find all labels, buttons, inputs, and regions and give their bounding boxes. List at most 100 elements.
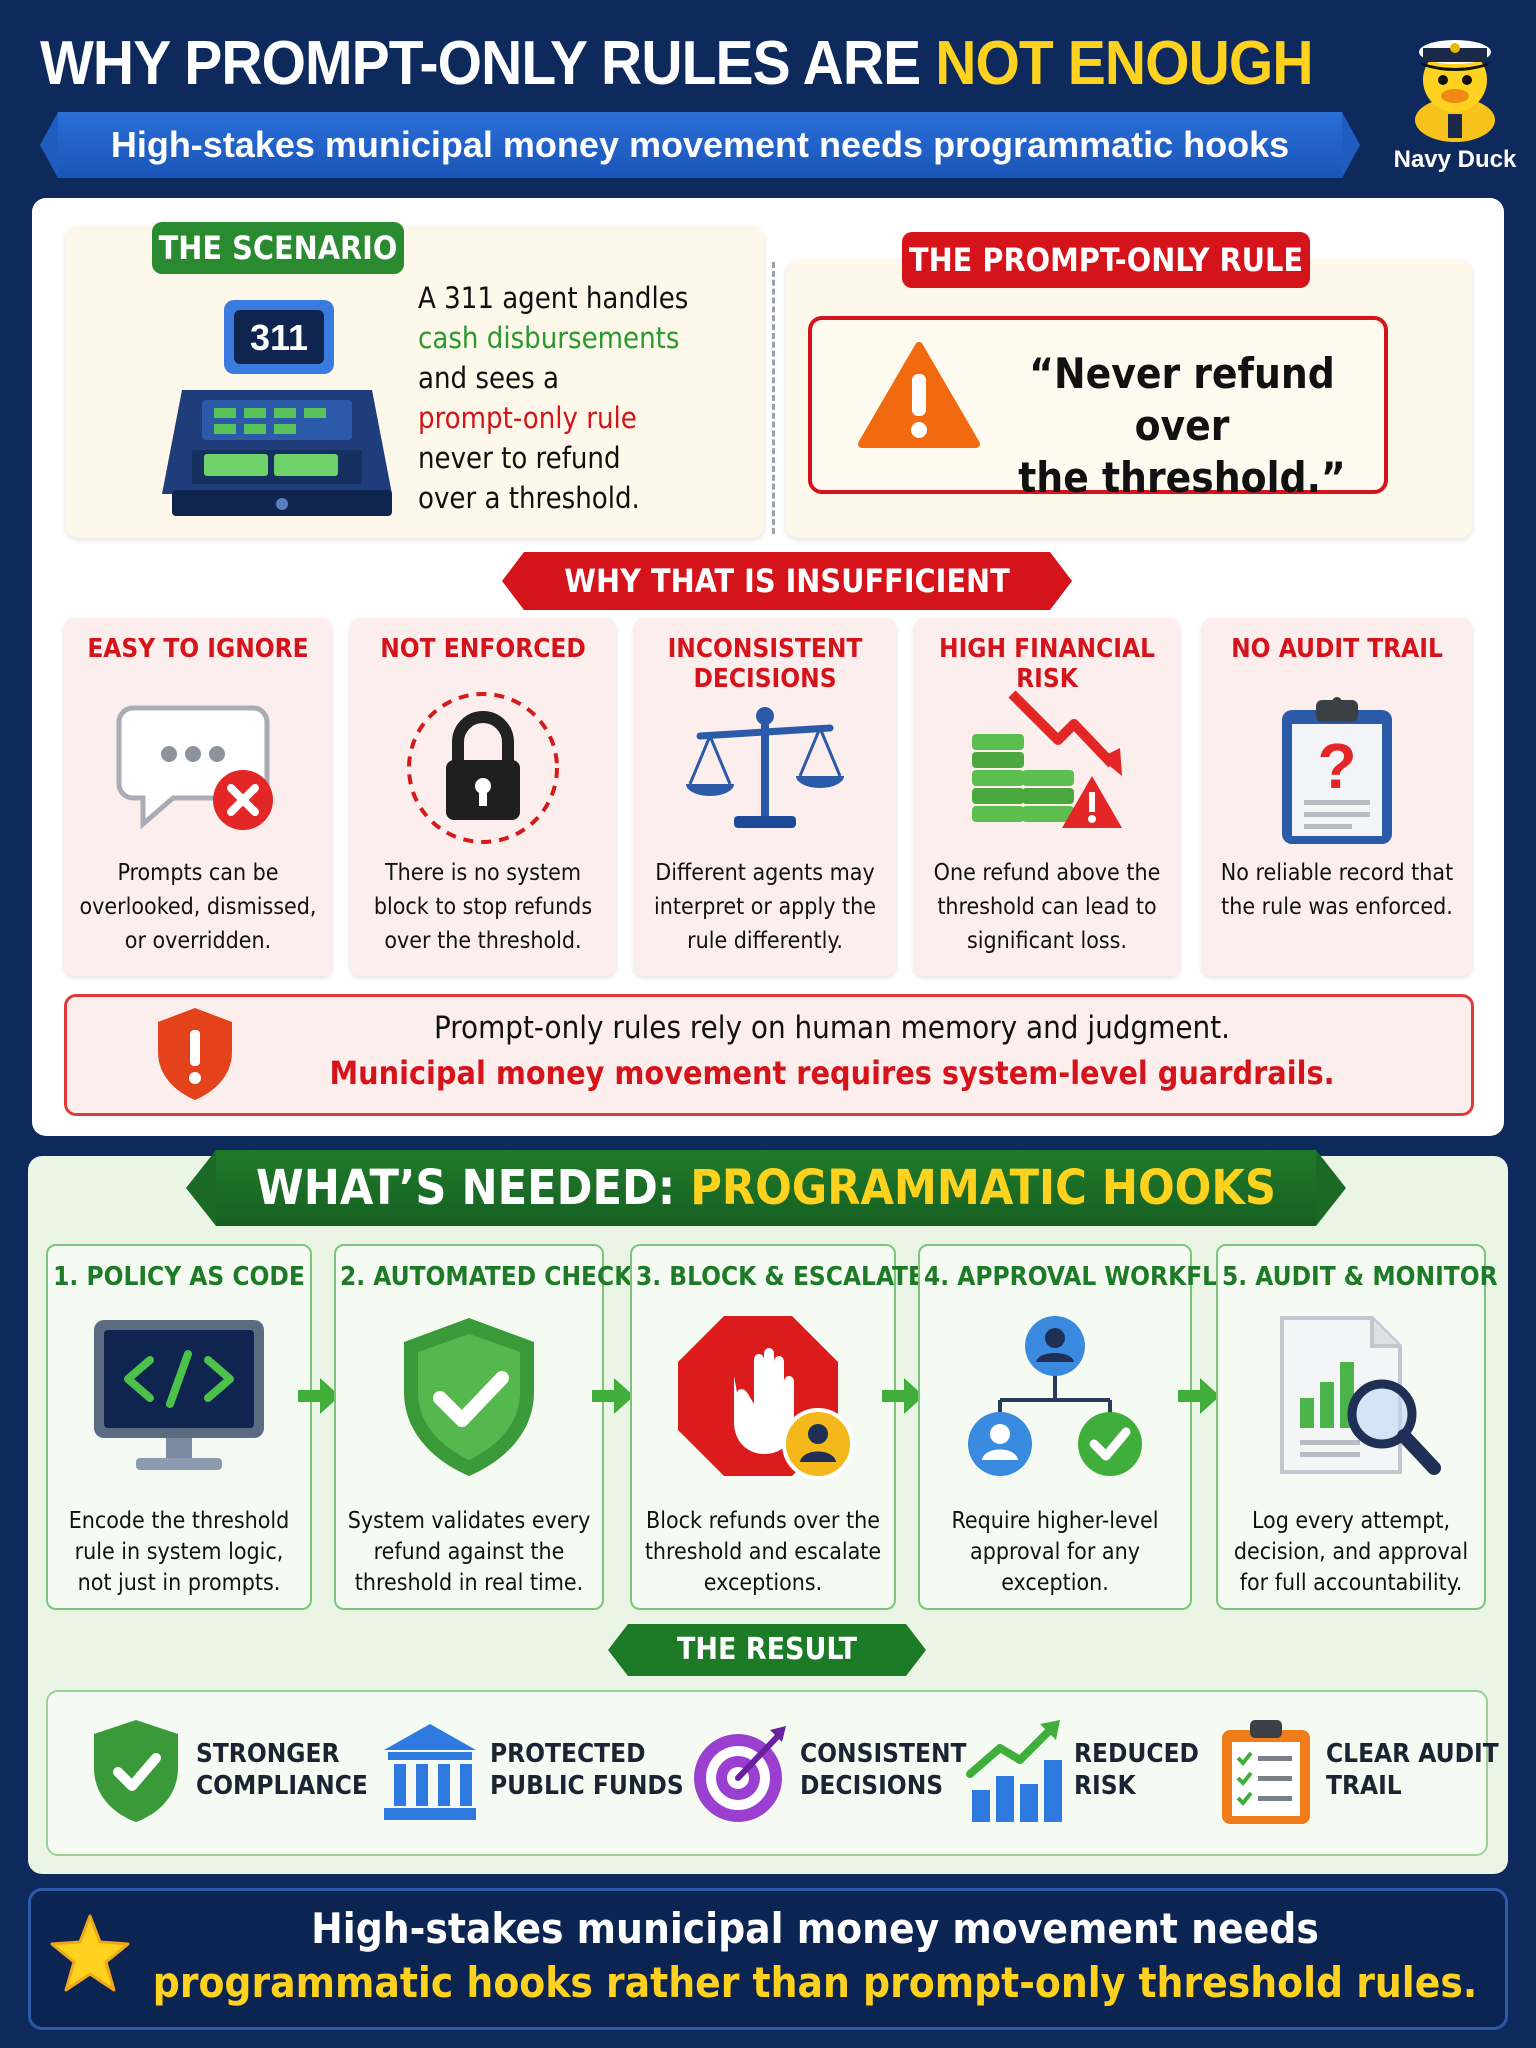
- brand-name: Navy Duck: [1393, 146, 1517, 173]
- reason-text: Prompts can be overlooked, dismissed, or…: [79, 860, 317, 954]
- arrow-right-icon: [294, 1374, 342, 1418]
- step-title: 2. AUTOMATED CHECK: [340, 1262, 633, 1292]
- footer-line: High-stakes municipal money movement nee…: [311, 1904, 1319, 1953]
- reason-text: There is no system block to stop refunds…: [373, 860, 593, 954]
- step-title: 4. APPROVAL WORKFLOW: [924, 1262, 1262, 1292]
- reason-text: No reliable record that the rule was enf…: [1220, 860, 1454, 920]
- step-text: Require higher-level approval for any ex…: [951, 1508, 1159, 1596]
- title-text: WHY PROMPT-ONLY RULES ARE: [40, 29, 936, 98]
- reason-card: NO AUDIT TRAIL ? No reliable record that…: [1202, 618, 1472, 976]
- reason-card: EASY TO IGNORE Prompts can be overlooked…: [64, 618, 332, 976]
- result-ribbon: THE RESULT: [608, 1624, 926, 1676]
- title-highlight: NOT ENOUGH: [935, 29, 1313, 98]
- scenario-description: A 311 agent handles cash disbursements a…: [418, 278, 738, 518]
- step-card: 4. APPROVAL WORKFLOW Require higher-leve…: [918, 1244, 1262, 1610]
- shield-check-icon: [374, 1312, 564, 1482]
- step-card: 3. BLOCK & ESCALATE Block refunds over t…: [630, 1244, 924, 1610]
- needed-title: WHAT’S NEEDED: PROGRAMMATIC HOOKS: [186, 1150, 1346, 1226]
- clipboard-question-icon: ?: [1252, 688, 1422, 848]
- scales-icon: [680, 688, 850, 848]
- approval-hierarchy-icon: [960, 1312, 1150, 1482]
- result-label-line: TRAIL: [1326, 1771, 1402, 1801]
- step-text: Block refunds over the threshold and esc…: [644, 1508, 882, 1596]
- reason-text: Different agents may interpret or apply …: [654, 860, 876, 954]
- step-text: Encode the threshold rule in system logi…: [68, 1508, 290, 1596]
- step-title: 1. POLICY AS CODE: [53, 1262, 305, 1292]
- result-label-line: RISK: [1074, 1771, 1136, 1801]
- result-label-line: PUBLIC FUNDS: [490, 1771, 684, 1801]
- rule-quote-line: the threshold.”: [1018, 453, 1346, 502]
- step-title: 3. BLOCK & ESCALATE: [636, 1262, 924, 1292]
- scenario-line: A 311 agent handles: [418, 281, 689, 315]
- needed-title-highlight: PROGRAMMATIC HOOKS: [690, 1160, 1276, 1216]
- navy-duck-logo: Navy Duck: [1390, 18, 1520, 188]
- needed-ribbon: WHAT’S NEEDED: PROGRAMMATIC HOOKS: [186, 1150, 1346, 1226]
- money-loss-icon: [962, 688, 1132, 848]
- rule-quote-line: “Never refund over: [1029, 349, 1335, 450]
- bank-building-icon: [380, 1716, 480, 1826]
- svg-text:?: ?: [1317, 730, 1356, 802]
- summary-box: [64, 994, 1474, 1116]
- reason-title: INCONSISTENT DECISIONS: [667, 634, 863, 694]
- problem-panel: THE SCENARIO 311 A 311 agent handles cas…: [32, 198, 1504, 1136]
- rule-label: THE PROMPT-ONLY RULE: [902, 232, 1310, 288]
- report-magnifier-icon: [1256, 1312, 1446, 1482]
- scenario-line: and sees a: [418, 361, 559, 395]
- step-card: 1. POLICY AS CODE Encode the threshold r…: [46, 1244, 312, 1610]
- code-monitor-icon: [84, 1312, 274, 1482]
- footer-banner: [28, 1888, 1508, 2030]
- shield-check-icon: [86, 1716, 186, 1826]
- step-card: 2. AUTOMATED CHECK System validates ever…: [334, 1244, 633, 1610]
- result-label-line: CONSISTENT: [800, 1739, 967, 1769]
- star-icon: [48, 1912, 132, 1996]
- padlock-icon: [398, 688, 568, 848]
- reason-card: NOT ENFORCED There is no system block to…: [350, 618, 616, 976]
- section-divider: [772, 262, 775, 534]
- scenario-highlight-red: prompt-only rule: [418, 401, 637, 435]
- result-label-line: CLEAR AUDIT: [1326, 1739, 1499, 1769]
- result-label-line: PROTECTED: [490, 1739, 646, 1769]
- reason-title: HIGH FINANCIAL RISK: [939, 634, 1155, 694]
- target-icon: [690, 1716, 790, 1826]
- stop-hand-icon: [668, 1312, 858, 1482]
- scenario-line: over a threshold.: [418, 481, 640, 515]
- checklist-clipboard-icon: [1216, 1716, 1316, 1826]
- arrow-right-icon: [878, 1374, 926, 1418]
- reason-title: NO AUDIT TRAIL: [1231, 634, 1443, 664]
- footer-highlight: programmatic hooks rather than prompt-on…: [152, 1958, 1478, 2007]
- arrow-right-icon: [1174, 1374, 1222, 1418]
- subtitle: High-stakes municipal money movement nee…: [110, 124, 1290, 165]
- insufficient-ribbon: WHY THAT IS INSUFFICIENT: [502, 552, 1072, 610]
- register-number: 311: [250, 317, 308, 358]
- result-label-line: STRONGER: [196, 1739, 340, 1769]
- shield-alert-icon: [152, 1004, 238, 1104]
- chat-dismissed-icon: [113, 688, 283, 848]
- scenario-line: never to refund: [418, 441, 621, 475]
- needed-title-text: WHAT’S NEEDED:: [256, 1160, 691, 1216]
- step-card: 5. AUDIT & MONITOR Log every attempt, de…: [1216, 1244, 1498, 1610]
- result-title: THE RESULT: [676, 1632, 858, 1667]
- result-label-line: REDUCED: [1074, 1739, 1199, 1769]
- reason-title: EASY TO IGNORE: [87, 634, 309, 664]
- reason-text: One refund above the threshold can lead …: [933, 860, 1161, 954]
- duck-icon: [1415, 40, 1495, 142]
- warning-icon: [856, 340, 982, 450]
- scenario-highlight-green: cash disbursements: [418, 321, 680, 355]
- step-title: 5. AUDIT & MONITOR: [1222, 1262, 1498, 1292]
- reason-title: NOT ENFORCED: [380, 634, 586, 664]
- step-text: Log every attempt, decision, and approva…: [1233, 1508, 1469, 1596]
- growth-chart-icon: [964, 1716, 1064, 1826]
- result-label-line: DECISIONS: [800, 1771, 944, 1801]
- summary-emphasis: Municipal money movement requires system…: [329, 1054, 1335, 1092]
- insufficient-title: WHY THAT IS INSUFFICIENT: [564, 562, 1010, 600]
